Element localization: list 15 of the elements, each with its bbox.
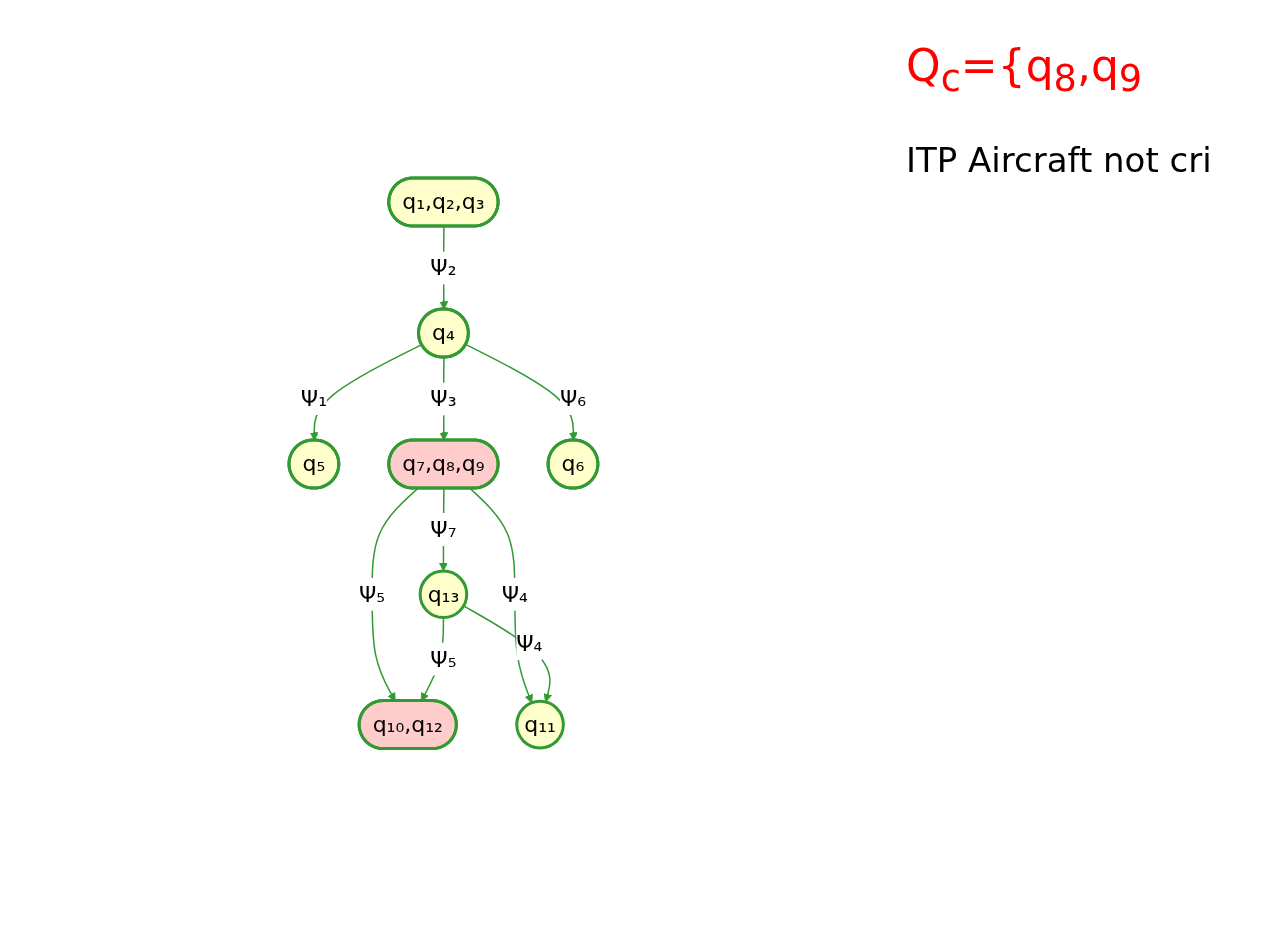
arrow: [462, 604, 552, 703]
edge-label: Ψ₅: [358, 581, 385, 607]
node-circle: q₁₃: [418, 569, 468, 619]
edge-label: Ψ₇: [429, 516, 457, 542]
node-circle: q₁₁: [514, 699, 565, 750]
edge-label: Ψ₄: [515, 630, 542, 656]
note-text: ITP Aircraft not cri: [906, 139, 1213, 180]
set-definition: Q$_{c}$={q$_{8}$,q$_{9}$: [906, 40, 1144, 100]
edge-label: Ψ₃: [429, 386, 457, 412]
edge-label: Ψ₁: [300, 385, 327, 411]
edge-label: Ψ₅: [429, 646, 457, 672]
edge-label: Ψ₄: [501, 581, 528, 607]
edge-label: Ψ₆: [559, 385, 586, 411]
edge-label: Ψ₂: [429, 255, 457, 281]
arrow: [468, 487, 533, 703]
